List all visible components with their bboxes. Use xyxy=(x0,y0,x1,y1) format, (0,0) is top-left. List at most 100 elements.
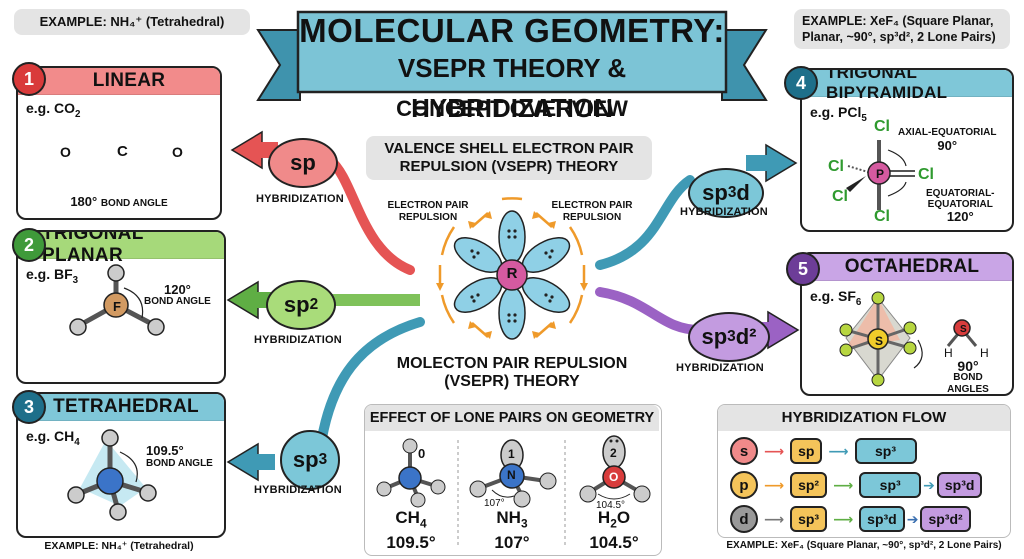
atom-c: C xyxy=(117,143,128,160)
banner-tail-left xyxy=(256,29,301,101)
card-octahedral-example: e.g. SF6 xyxy=(810,288,862,308)
flow-step: sp xyxy=(790,438,823,464)
hybrid-sp[interactable]: sp xyxy=(268,138,338,188)
flow-step: sp³d xyxy=(859,506,905,532)
ch4-molecule xyxy=(67,429,157,521)
badge-3: 3 xyxy=(12,390,46,424)
atom-cl-wedge: Cl xyxy=(832,188,848,205)
sp3d2-ribbon xyxy=(595,287,705,335)
card-trigonal-planar-header: TRIGONAL PLANAR xyxy=(18,232,224,266)
lone-pair-inner-angle-2: 104.5° xyxy=(596,500,626,511)
card-tbp-example: e.g. PCl5 xyxy=(810,104,867,124)
vsepr-footer: MOLECTON PAIR REPULSION (VSEPR) THEORY xyxy=(396,355,628,390)
card-tbp-header: TRIGONAL BIPYRAMIDAL xyxy=(802,70,1012,102)
pcl5-molecule xyxy=(846,140,915,210)
atom-o-right: O xyxy=(172,144,183,160)
page-subtitle: CONCEPT OVERVIEW xyxy=(396,96,628,121)
sf6-molecule xyxy=(839,291,978,387)
card-tetrahedral-angle: 109.5° BOND ANGLE xyxy=(146,443,213,469)
flow-step: sp³d² xyxy=(920,506,971,532)
lone-pair-h2o xyxy=(579,435,651,503)
flow-step: sp² xyxy=(790,472,828,498)
banner-tail-right xyxy=(721,29,768,101)
badge-5: 5 xyxy=(786,252,820,286)
atom-cl-left: Cl xyxy=(828,158,844,175)
hybrid-sp3d2-label: HYBRIDIZATION xyxy=(676,362,764,374)
hybrid-sp3-label: HYBRIDIZATION xyxy=(254,484,342,496)
flow-step: sp³ xyxy=(854,438,917,464)
sp3d2-arrowhead xyxy=(767,310,800,350)
card-tetrahedral-header: TETRAHEDRAL xyxy=(18,394,224,421)
note-bottom-left: EXAMPLE: NH₄⁺ (Tetrahedral) xyxy=(44,540,194,552)
flow-row-s: s ⟶ sp ⟶ sp³ xyxy=(730,437,917,465)
flow-arrow-icon: ➔ xyxy=(906,510,919,527)
vsepr-center-atom xyxy=(496,259,528,291)
vsepr-center-label: R xyxy=(506,265,518,282)
axial-label: AXIAL-EQUATORIAL 90° xyxy=(898,127,997,153)
card-linear-example: e.g. CO2 xyxy=(26,100,81,120)
atom-cl-top: Cl xyxy=(874,118,890,135)
atom-h-left: H xyxy=(944,346,953,360)
flow-arrow-icon: ⟶ xyxy=(764,476,785,493)
card-octahedral-angle: 90° BOND ANGLES xyxy=(947,358,989,395)
lone-pair-count-2: 2 xyxy=(610,446,617,460)
atom-o-left: O xyxy=(60,144,71,160)
flow-step: sp³ xyxy=(790,506,828,532)
flow-row-p: p ⟶ sp² ⟶ sp³ ➔ sp³d xyxy=(730,471,983,499)
lone-pairs-title: EFFECT OF LONE PAIRS ON GEOMETRY xyxy=(365,405,659,431)
repulsion-label-left: ELECTRON PAIR REPULSION xyxy=(387,200,469,223)
flow-start-p: p xyxy=(730,471,758,499)
lone-pair-item-2: H2O 104.5° xyxy=(589,508,639,553)
equatorial-label: EQUATORIAL- EQUATORIAL 120° xyxy=(926,188,995,224)
title-line2: VSEPR THEORY & HYBRIDIZATION xyxy=(397,53,627,123)
flow-row-d: d ⟶ sp³ ⟶ sp³d ➔ sp³d² xyxy=(730,505,971,533)
flow-step: sp³ xyxy=(859,472,922,498)
lone-pair-item-1: NH3 107° xyxy=(494,508,530,553)
hybrid-sp-label: HYBRIDIZATION xyxy=(256,193,344,205)
badge-1: 1 xyxy=(12,62,46,96)
card-linear-angle: 180° BOND ANGLE xyxy=(70,194,168,209)
atom-s: S xyxy=(875,334,884,348)
flow-panel: HYBRIDIZATION FLOW s ⟶ sp ⟶ sp³ p ⟶ sp² … xyxy=(717,404,1011,538)
lone-pair-count-0: 0 xyxy=(418,446,426,461)
sp2-arrowhead xyxy=(226,280,259,320)
flow-arrow-icon: ➔ xyxy=(923,476,935,493)
flow-arrow-icon: ⟶ xyxy=(828,442,849,459)
banner-body xyxy=(296,10,728,94)
flow-title: HYBRIDIZATION FLOW xyxy=(718,405,1010,431)
card-trigonal-planar-example: e.g. BF3 xyxy=(26,266,79,286)
hybrid-sp3d-label: HYBRIDIZATION xyxy=(680,206,768,218)
atom-p: P xyxy=(876,167,885,181)
bf3-molecule xyxy=(69,264,165,336)
card-octahedral-header: OCTAHEDRAL xyxy=(802,254,1012,281)
atom-cl-right: Cl xyxy=(918,166,934,183)
flow-start-s: s xyxy=(730,437,758,465)
note-top-left: EXAMPLE: NH₄⁺ (Tetrahedral) xyxy=(14,9,250,35)
lone-pairs-panel xyxy=(364,404,662,556)
atom-f: F xyxy=(113,299,121,314)
atom-cl-bottom: Cl xyxy=(874,208,890,225)
flow-arrow-icon: ⟶ xyxy=(764,510,785,527)
lone-pair-item-0: CH4 109.5° xyxy=(386,508,436,553)
note-top-right: EXAMPLE: XeF₄ (Square Planar, Planar, ~9… xyxy=(794,9,1010,49)
flow-start-d: d xyxy=(730,505,758,533)
note-bottom-right: EXAMPLE: XeF₄ (Square Planar, ~90°, sp³d… xyxy=(726,540,1002,551)
sp3-ribbon xyxy=(315,317,425,455)
card-linear-header: LINEAR xyxy=(18,68,220,95)
card-trigonal-bipyramidal: TRIGONAL BIPYRAMIDAL e.g. PCl5 P Cl Cl C… xyxy=(800,68,1014,232)
title-line1: MOLECULAR GEOMETRY: xyxy=(299,12,725,49)
atom-s-small: S xyxy=(960,324,967,335)
card-octahedral: OCTAHEDRAL e.g. SF6 S S H H 90° BOND ANG… xyxy=(800,252,1014,396)
atom-h-right: H xyxy=(980,346,989,360)
flow-arrow-icon: ⟶ xyxy=(833,476,854,493)
hybrid-sp2-label: HYBRIDIZATION xyxy=(254,334,342,346)
flow-arrow-icon: ⟶ xyxy=(764,442,785,459)
repulsion-label-right: ELECTRON PAIR REPULSION xyxy=(551,200,633,223)
badge-4: 4 xyxy=(784,66,818,100)
page-title: MOLECULAR GEOMETRY: VSEPR THEORY & HYBRI… xyxy=(298,14,726,128)
